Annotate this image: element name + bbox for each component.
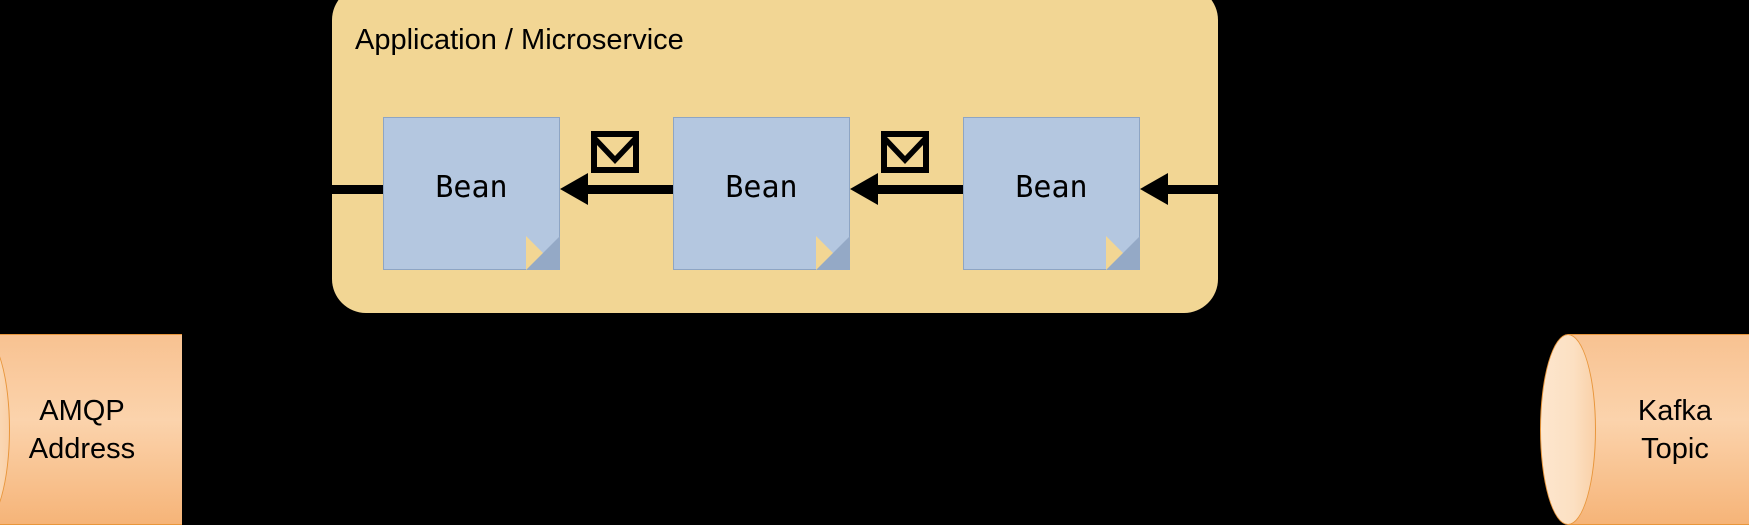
bean-label: Bean: [435, 170, 508, 205]
kafka-topic-cylinder[interactable]: Kafka Topic: [1540, 334, 1749, 525]
envelope-icon: [881, 131, 929, 173]
arrow-line-in-2: [588, 185, 674, 194]
bean-label: Bean: [725, 170, 798, 205]
amqp-address-label: AMQP Address: [28, 394, 136, 465]
bean-label: Bean: [1015, 170, 1088, 205]
amqp-address-cylinder[interactable]: AMQP Address: [0, 334, 210, 525]
cylinder-left-cap: [1540, 334, 1596, 525]
arrow-line-in-4: [1168, 185, 1256, 194]
kafka-topic-label: Kafka Topic: [1637, 394, 1713, 465]
arrow-head-in-1: [560, 173, 588, 205]
arrow-line-in-1: [332, 185, 412, 194]
arrow-head-in-3: [1140, 173, 1168, 205]
page-title: Application / Microservice: [355, 24, 684, 56]
cylinder-body: [0, 334, 182, 525]
envelope-icon: [591, 131, 639, 173]
bean-box-3[interactable]: Bean: [963, 117, 1140, 270]
bean-box-2[interactable]: Bean: [673, 117, 850, 270]
arrow-line-in-3: [878, 185, 964, 194]
arrow-head-in-2: [850, 173, 878, 205]
cylinder-body: [1568, 334, 1749, 525]
bean-box-1[interactable]: Bean: [383, 117, 560, 270]
